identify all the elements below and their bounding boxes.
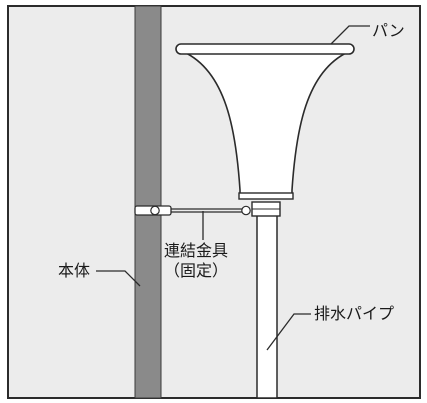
label-honta: 本体 <box>58 261 91 280</box>
drain-pipe <box>256 213 278 399</box>
leader-line-pan <box>330 25 370 45</box>
leader-line-honta <box>96 270 141 287</box>
label-bracket-line1: 連結金具 <box>164 241 229 260</box>
leader-line-drain-pipe <box>266 313 311 351</box>
bracket-bolt-right <box>241 205 251 216</box>
label-drain-pipe: 排水パイプ <box>314 304 395 323</box>
body-pole <box>134 5 162 399</box>
label-pan: パン <box>372 21 405 40</box>
pan-rim <box>175 43 355 55</box>
pan-bottom-collar <box>238 192 294 200</box>
label-connection-bracket: 連結金具 （固定） <box>164 241 228 281</box>
label-bracket-line2: （固定） <box>164 261 229 280</box>
bracket-bolt-left <box>150 205 160 216</box>
